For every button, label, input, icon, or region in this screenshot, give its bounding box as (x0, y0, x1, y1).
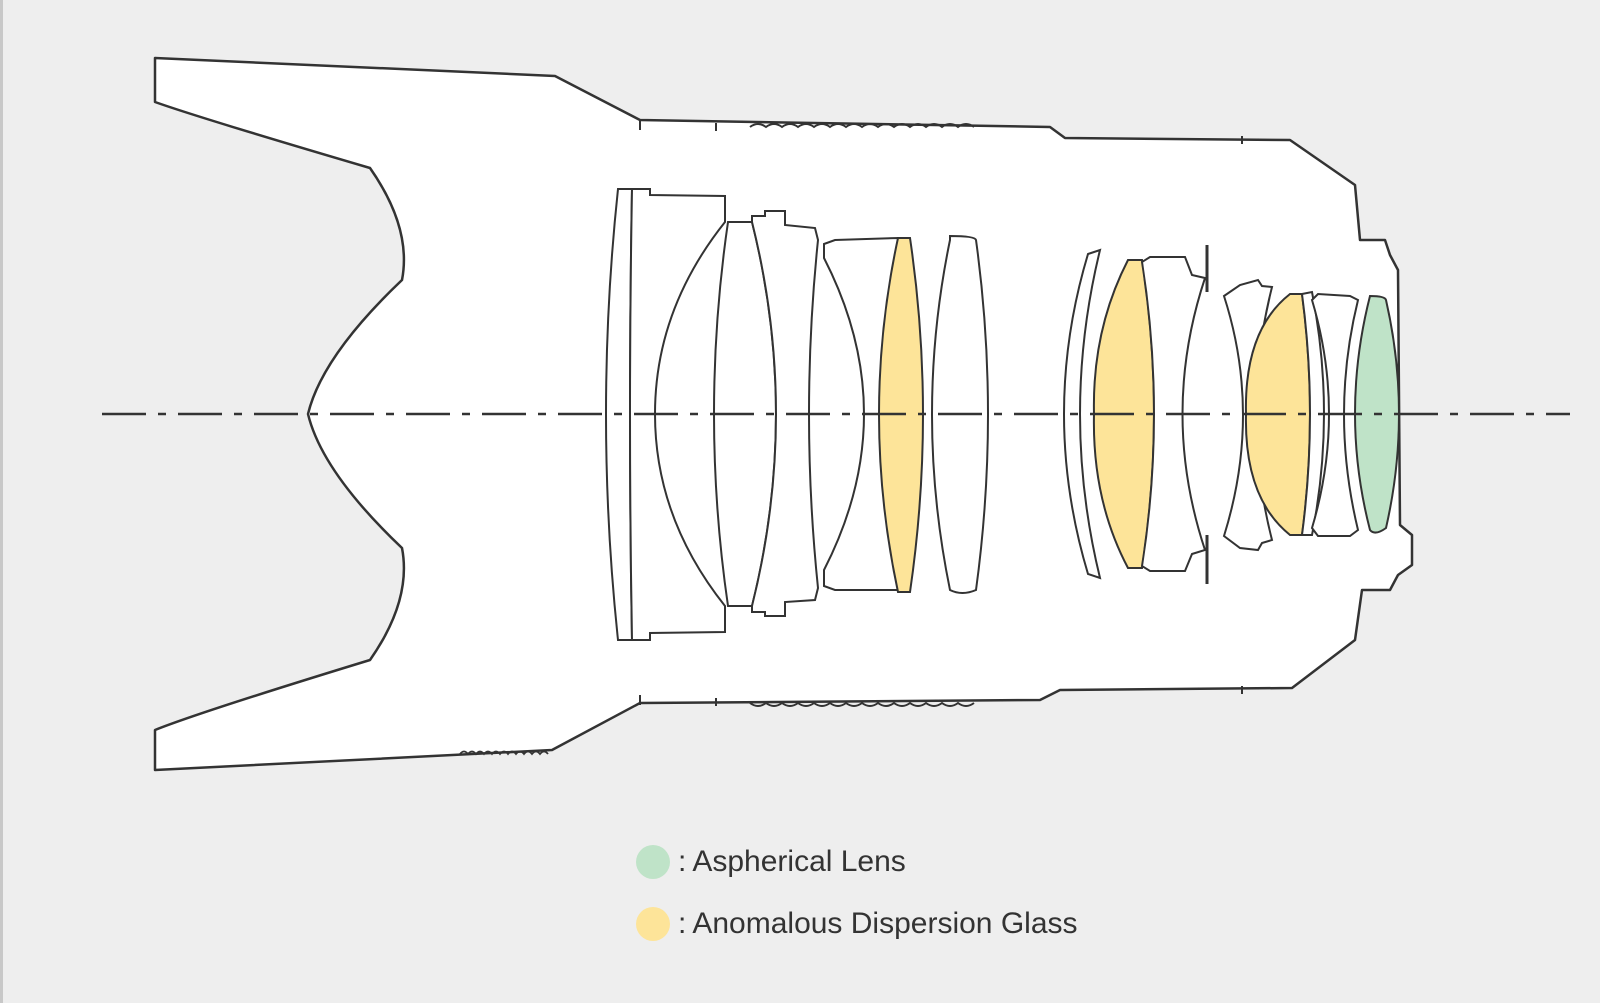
focus-ring-ridges-top (749, 123, 975, 129)
legend-label-aspherical: Aspherical Lens (692, 845, 906, 878)
legend-item-anomalous: : Anomalous Dispersion Glass (636, 906, 1078, 942)
anomalous-swatch (636, 907, 670, 941)
lens-element-13 (1300, 290, 1325, 536)
hood-thread-ridges (459, 750, 549, 756)
left-border (0, 0, 3, 1003)
lens-element-8 (1063, 248, 1102, 580)
lens-element-2 (629, 188, 726, 641)
legend-separator: : (678, 907, 687, 940)
legend-item-aspherical: : Aspherical Lens (636, 844, 1078, 880)
aspherical-swatch (636, 845, 670, 879)
focus-ring-ridges-bottom (749, 701, 975, 707)
legend-label-anomalous: Anomalous Dispersion Glass (692, 907, 1078, 940)
lens-element-4 (751, 210, 820, 617)
barrel-step-lines (639, 120, 1243, 706)
legend-separator: : (678, 845, 687, 878)
legend: : Aspherical Lens : Anomalous Dispersion… (636, 844, 1078, 968)
